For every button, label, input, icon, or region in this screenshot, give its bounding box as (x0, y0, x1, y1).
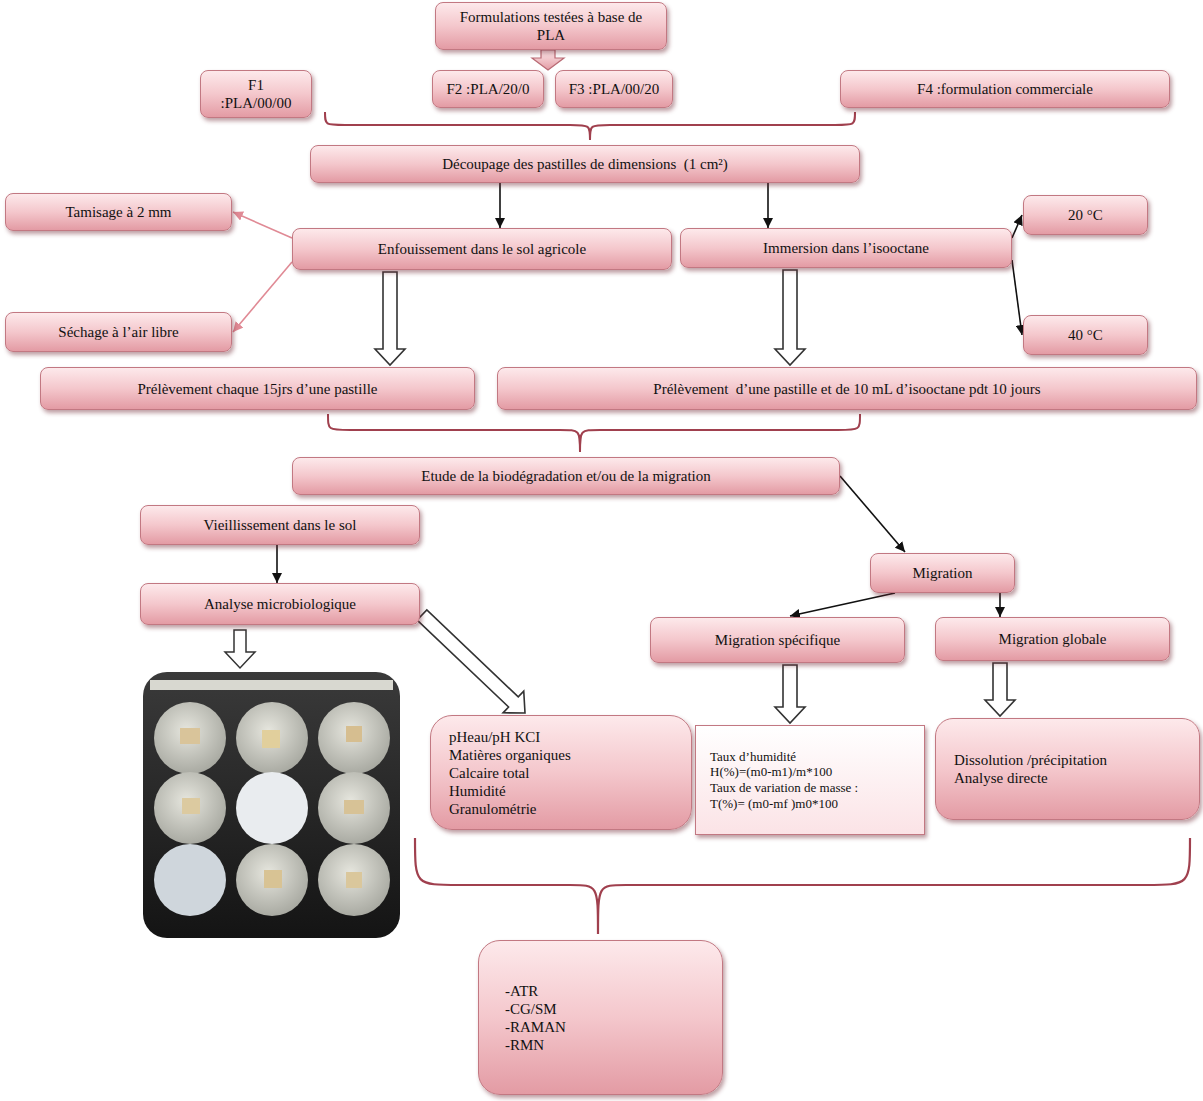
box-label: Etude de la biodégradation et/ou de la m… (421, 467, 711, 485)
box-label: Matières organiques (449, 746, 571, 764)
brace (415, 838, 1190, 934)
process-box: Migration (870, 553, 1015, 593)
box-label: Tamisage à 2 mm (65, 203, 171, 221)
brace (328, 414, 860, 452)
box-label: Immersion dans l’isooctane (763, 239, 929, 257)
temperature-box: 20 °C (1023, 195, 1148, 235)
box-label: Enfouissement dans le sol agricole (378, 240, 586, 258)
box-label: Découpage des pastilles de dimensions (1… (442, 155, 728, 173)
block-arrow (417, 610, 525, 713)
box-label: Séchage à l’air libre (58, 323, 178, 341)
box-label: Prélèvement chaque 15jrs d’une pastille (138, 380, 378, 398)
arrow (276, 545, 278, 583)
box-label: F2 :PLA/20/0 (447, 80, 530, 98)
sampling-box: Prélèvement chaque 15jrs d’une pastille (40, 367, 475, 410)
box-label: Taux de variation de masse : (710, 780, 858, 796)
box-label: Migration globale (999, 630, 1107, 648)
arrow (233, 212, 292, 238)
box-label: -ATR (505, 982, 538, 1000)
box-label: Prélèvement d’une pastille et de 10 mL d… (653, 380, 1040, 398)
box-label: Vieillissement dans le sol (204, 516, 357, 534)
box-label: T(%)= (m0-mf )m0*100 (710, 796, 838, 812)
process-box: Découpage des pastilles de dimensions (1… (310, 145, 860, 183)
box-label: F1 :PLA/00/00 (211, 76, 301, 112)
box-label: -RAMAN (505, 1018, 566, 1036)
box-label: pHeau/pH KCI (449, 728, 540, 746)
box-label: Analyse microbiologique (204, 595, 356, 613)
box-label: Formulations testées à base de PLA (446, 8, 656, 44)
block-arrow (375, 272, 405, 365)
arrow (1012, 215, 1022, 238)
result-box: Dissolution /précipitationAnalyse direct… (935, 718, 1200, 820)
box-label: F3 :PLA/00/20 (569, 80, 659, 98)
process-box: Immersion dans l’isooctane (680, 228, 1012, 268)
box-label: Calcaire total (449, 764, 529, 782)
box-label: Analyse directe (954, 769, 1048, 787)
process-box: Migration globale (935, 617, 1170, 661)
box-label: Migration (913, 564, 973, 582)
formula-box: Taux d’humiditéH(%)=(m0-m1)/m*100Taux de… (695, 725, 925, 835)
step-box: Séchage à l’air libre (5, 312, 232, 352)
technique-box: -ATR-CG/SM-RAMAN-RMN (478, 940, 723, 1095)
arrow (499, 183, 501, 228)
arrow (1012, 260, 1022, 335)
box-label: 20 °C (1068, 206, 1103, 224)
step-box: Tamisage à 2 mm (5, 193, 232, 231)
block-arrow (775, 270, 805, 365)
process-box: Migration spécifique (650, 617, 905, 663)
arrow (767, 183, 769, 228)
box-label: Taux d’humidité (710, 749, 796, 765)
arrow (999, 593, 1001, 617)
formulation-box: F4 :formulation commerciale (840, 70, 1170, 108)
box-label: -RMN (505, 1036, 544, 1054)
arrow (790, 593, 895, 616)
box-label: -CG/SM (505, 1000, 557, 1018)
result-box: pHeau/pH KCIMatières organiquesCalcaire … (430, 715, 692, 830)
box-label: Migration spécifique (715, 631, 840, 649)
box-label: Humidité (449, 782, 506, 800)
title-box: Formulations testées à base de PLA (435, 2, 667, 50)
formulation-box: F3 :PLA/00/20 (555, 70, 673, 108)
block-arrow (985, 663, 1015, 716)
formulation-box: F2 :PLA/20/0 (432, 70, 544, 108)
process-box: Enfouissement dans le sol agricole (292, 228, 672, 270)
brace (325, 112, 855, 140)
arrow (840, 476, 905, 552)
petri-photo (143, 672, 400, 938)
arrow (233, 262, 292, 332)
process-box: Etude de la biodégradation et/ou de la m… (292, 457, 840, 495)
box-label: F4 :formulation commerciale (917, 80, 1093, 98)
process-box: Analyse microbiologique (140, 583, 420, 625)
block-arrow (532, 50, 564, 70)
temperature-box: 40 °C (1023, 315, 1148, 355)
box-label: H(%)=(m0-m1)/m*100 (710, 764, 832, 780)
sampling-box: Prélèvement d’une pastille et de 10 mL d… (497, 367, 1197, 410)
formulation-box: F1 :PLA/00/00 (200, 70, 312, 118)
process-box: Vieillissement dans le sol (140, 505, 420, 545)
box-label: Dissolution /précipitation (954, 751, 1107, 769)
box-label: 40 °C (1068, 326, 1103, 344)
block-arrow (225, 630, 255, 668)
block-arrow (775, 665, 805, 723)
box-label: Granulométrie (449, 800, 536, 818)
